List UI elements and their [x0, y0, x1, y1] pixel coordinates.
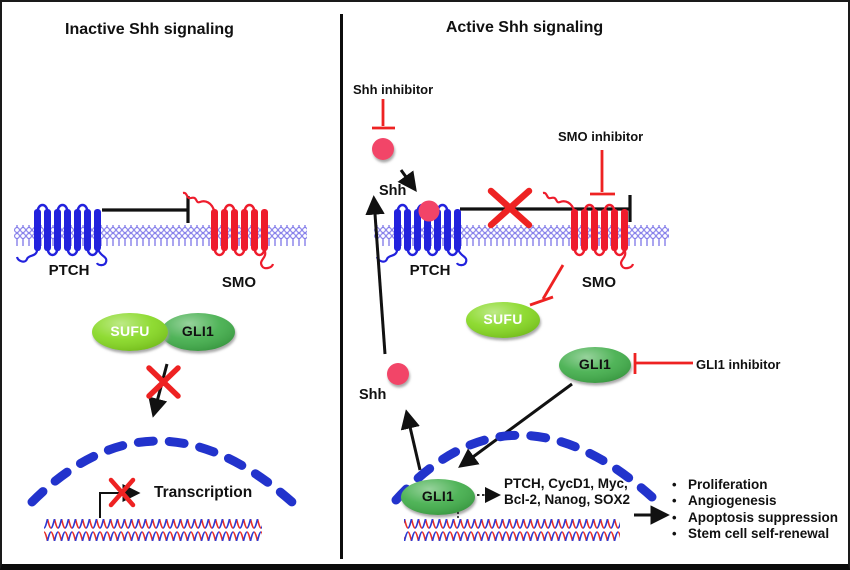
- gli1-inhibitor-label: GLI1 inhibitor: [696, 357, 781, 372]
- smo-inhibitor-label: SMO inhibitor: [558, 129, 644, 144]
- shh-inhibitor-label: Shh inhibitor: [353, 82, 434, 97]
- target-genes-line1: PTCH, CycD1, Myc,: [504, 476, 628, 491]
- gli1-label-right: GLI1: [578, 356, 612, 372]
- right-panel-title: Active Shh signaling: [445, 19, 604, 36]
- smo-label-left: SMO: [221, 274, 257, 291]
- bullet-icon: •: [672, 493, 677, 509]
- red-x-icon: [146, 365, 181, 399]
- sufu-label-left: SUFU: [110, 323, 150, 339]
- list-item: • Stem cell self-renewal: [672, 526, 838, 542]
- ptch-tbar-inhibits-smo: [102, 196, 190, 223]
- shh-inhibitor-tbar: [372, 99, 395, 130]
- list-item: • Angiogenesis: [672, 493, 838, 509]
- gli1-inhibitor-tbar: [633, 353, 693, 374]
- outcome-label: Angiogenesis: [688, 493, 777, 509]
- sufu-label-right: SUFU: [483, 311, 523, 327]
- ptch-tbar-blocked: [460, 195, 632, 222]
- ptch-label-left: PTCH: [48, 262, 90, 279]
- shh-ligand-secreted: [387, 363, 409, 385]
- nuclear-envelope-left: [27, 436, 297, 507]
- shh-expression-arrow: [400, 409, 422, 471]
- gli1-nuclear-label: GLI1: [421, 488, 455, 504]
- left-panel-title: Inactive Shh signaling: [65, 21, 234, 38]
- ptch-label-right: PTCH: [409, 262, 451, 279]
- outcome-label: Stem cell self-renewal: [688, 525, 830, 541]
- list-item: • Apoptosis suppression: [672, 510, 838, 526]
- smo-label-right: SMO: [581, 274, 617, 291]
- outcome-label: Apoptosis suppression: [688, 509, 839, 525]
- shh-ligand-free: [372, 138, 394, 160]
- dna-helix-right: [404, 519, 620, 541]
- transcription-label: Transcription: [154, 484, 253, 501]
- bullet-icon: •: [672, 525, 677, 541]
- shh-ligand-bound: [418, 200, 440, 222]
- panel-divider: [340, 14, 343, 559]
- nuclear-envelope-right: [391, 430, 657, 505]
- sufu-protein-right: [466, 302, 540, 338]
- gli1-nuclear-protein: [401, 479, 475, 515]
- target-genes-line2: Bcl-2, Nanog, SOX2: [504, 491, 631, 507]
- gli1-protein-right: [559, 347, 631, 383]
- red-x-icon: [108, 477, 136, 508]
- outcome-label: Proliferation: [688, 477, 768, 492]
- shh-binding-arrow: [397, 169, 417, 192]
- list-item: • Proliferation: [672, 477, 838, 493]
- bullet-icon: •: [672, 509, 677, 525]
- bullet-icon: •: [672, 477, 677, 492]
- sufu-gli1-complex: [92, 313, 235, 351]
- gli1-nuclear-translocation-arrow: [458, 382, 573, 468]
- shh-label-bottom: Shh: [359, 387, 387, 403]
- dna-helix-left: [44, 519, 262, 541]
- target-genes-list: PTCH, CycD1, Myc, Bcl-2, Nanog, SOX2: [504, 476, 654, 507]
- outcomes-list: • Proliferation • Angiogenesis • Apoptos…: [672, 477, 838, 542]
- red-x-icon: [487, 187, 533, 229]
- gli1-label-left: GLI1: [181, 323, 215, 339]
- shh-secretion-arrow: [365, 195, 387, 355]
- shh-label-top: Shh: [379, 183, 407, 199]
- smo-sufu-tbar: [529, 264, 565, 307]
- smo-inhibitor-tbar: [590, 150, 615, 196]
